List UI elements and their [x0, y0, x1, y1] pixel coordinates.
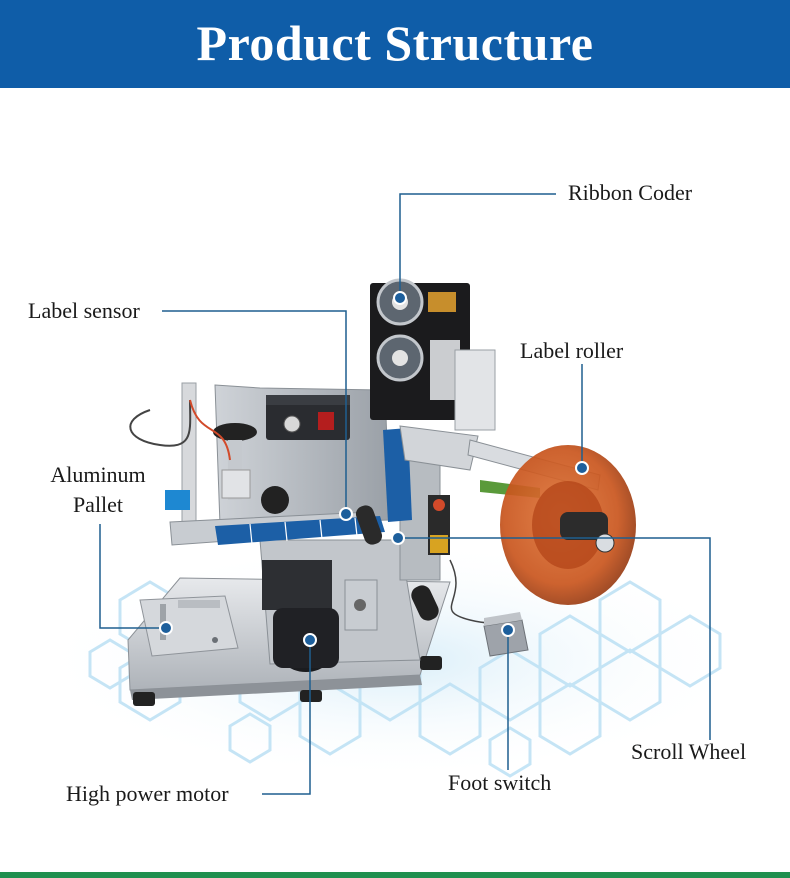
control-box [266, 395, 350, 440]
dot-scroll-wheel [391, 531, 405, 545]
foot-switch [449, 559, 529, 657]
dot-label-roller [575, 461, 589, 475]
callout-ribbon-coder: Ribbon Coder [568, 180, 693, 205]
callout-scroll-wheel: Scroll Wheel [631, 739, 747, 764]
dot-aluminum-pallet [159, 621, 173, 635]
callout-foot-switch: Foot switch [448, 770, 552, 795]
title-banner: Product Structure [0, 0, 790, 88]
dot-label-sensor [339, 507, 353, 521]
leader-label-sensor [162, 310, 347, 512]
guide-rollers [261, 486, 439, 621]
leader-high-power-motor [262, 640, 311, 795]
callout-high-power-motor: High power motor [66, 781, 229, 806]
dot-ribbon-coder [393, 291, 407, 305]
leader-scroll-wheel [398, 537, 711, 740]
page-title: Product Structure [196, 15, 594, 71]
aluminum-pallet [139, 595, 239, 657]
sensor-pole [129, 382, 231, 524]
callout-label-sensor: Label sensor [28, 298, 140, 323]
air-regulator [428, 495, 450, 555]
leader-ribbon-coder [399, 193, 556, 298]
leader-lines [99, 193, 711, 795]
callout-aluminum-pallet: Aluminum Pallet [50, 462, 146, 517]
dot-high-power-motor [303, 633, 317, 647]
callout-markers [159, 291, 589, 647]
leader-aluminum-pallet [99, 524, 165, 629]
adjust-handwheel [213, 423, 257, 500]
callout-label-roller: Label roller [520, 338, 624, 363]
label-web [169, 425, 479, 546]
ribbon-coder-unit [370, 278, 496, 431]
label-roll [500, 445, 636, 605]
dot-foot-switch [501, 623, 515, 637]
bottom-accent-bar [0, 872, 790, 878]
